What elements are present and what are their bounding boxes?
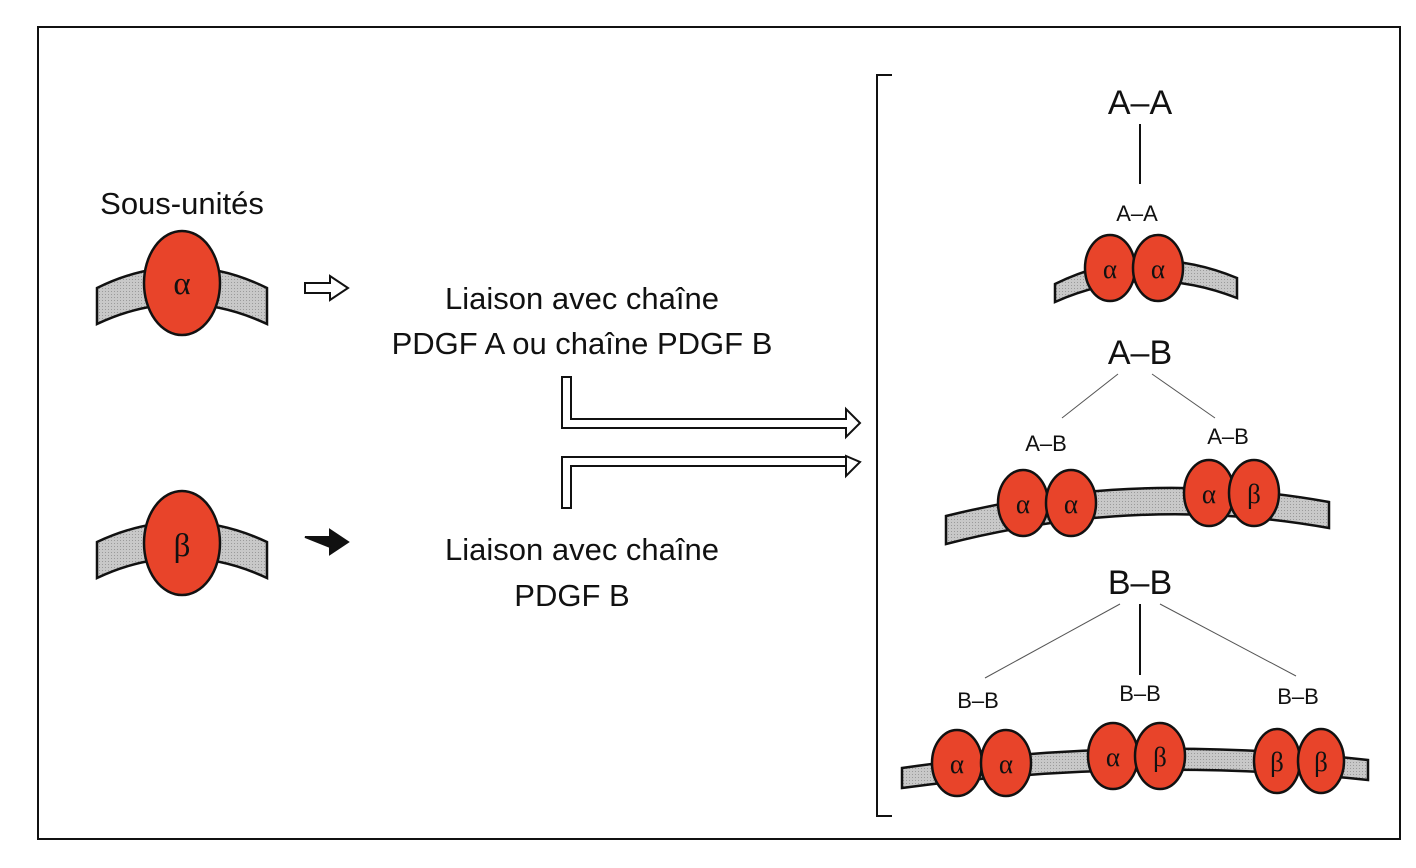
tree-line [1151,373,1216,419]
dimer-label: B–B [957,688,999,713]
subunit-symbol: α [950,749,964,779]
subunit-symbol: β [1247,479,1261,509]
alpha-subunit-oval [142,229,222,337]
beta-subunit-oval [1227,458,1281,528]
subunit-symbol: β [1270,747,1284,777]
beta-subunit-oval [1296,727,1346,795]
subunit-symbol: α [1016,489,1030,519]
dimer-label: A–A [1116,201,1158,226]
ligand-ab-label: A–B [1108,334,1172,372]
subunit-symbol: α [1202,479,1216,509]
subunits-title: Sous-unités [100,186,264,221]
receptor-dimer: α α [930,728,1033,798]
arrow-icon [304,274,350,302]
alpha-subunit-oval [1131,233,1185,303]
beta-binding-line2: PDGF B [514,578,629,613]
beta-subunit-oval [142,489,222,597]
subunit-symbol: β [1153,742,1167,772]
dimer-label: A–B [1025,431,1067,456]
beta-binding-line1: Liaison avec chaîne [445,532,719,567]
ligand-aa-label: A–A [1108,84,1173,122]
dimer-label: A–B [1207,424,1249,449]
receptor-dimer: α α [996,468,1098,538]
beta-subunit-oval [1133,721,1187,791]
tree-line [1061,373,1119,419]
alpha-subunit-oval [979,728,1033,798]
subunit-symbol: α [999,749,1013,779]
alpha-subunit-receptor: α [95,229,269,337]
beta-symbol: β [174,528,191,564]
subunit-symbol: α [1103,254,1117,284]
receptor-dimer: α β [1182,458,1281,528]
beta-subunit-receptor: β [95,489,269,597]
alpha-binding-line2: PDGF A ou chaîne PDGF B [392,326,773,361]
receptor-dimer: β β [1252,727,1346,795]
subunit-symbol: α [1106,742,1120,772]
receptor-dimer: α α [1083,233,1185,303]
receptor-dimer: α β [1086,721,1187,791]
connector-arrow-alpha [561,376,862,440]
tree-line [984,603,1121,679]
connector-arrow-beta [561,454,862,509]
subunit-symbol: α [1064,489,1078,519]
arrow-icon [304,528,350,556]
alpha-subunit-oval [1044,468,1098,538]
dimer-label: B–B [1119,681,1161,706]
alpha-binding-line1: Liaison avec chaîne [445,281,719,316]
subunit-symbol: α [1151,254,1165,284]
figure-frame [37,26,1401,840]
tree-line [1159,603,1297,677]
ligand-bb-label: B–B [1108,564,1172,602]
result-bracket [876,74,892,817]
subunit-symbol: β [1314,747,1328,777]
alpha-symbol: α [173,266,190,302]
dimer-label: B–B [1277,684,1319,709]
